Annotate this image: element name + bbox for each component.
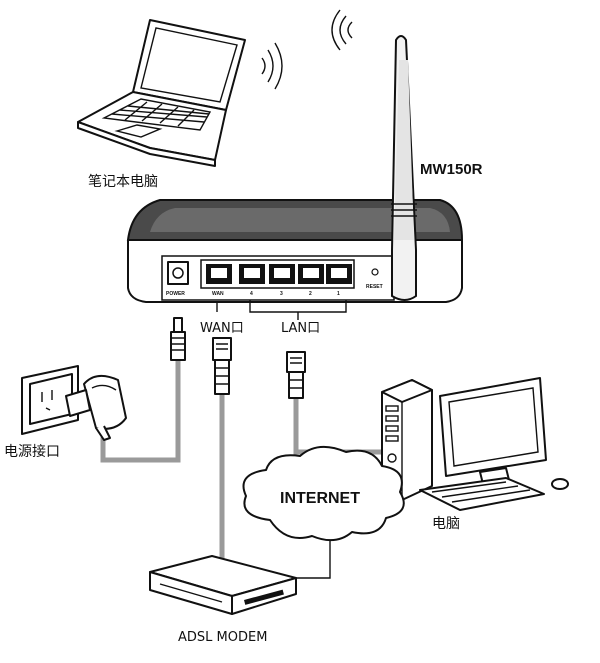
lan-cable bbox=[293, 392, 395, 455]
lan-rj45-plug bbox=[286, 351, 306, 399]
antenna bbox=[391, 35, 417, 301]
router-wifi-icon bbox=[331, 9, 353, 51]
modem-label: ADSL MODEM bbox=[178, 630, 267, 645]
port-label-lan-1: 1 bbox=[337, 291, 340, 297]
port-label-lan-4: 4 bbox=[250, 291, 253, 297]
lan-port-label: LAN口 bbox=[281, 321, 320, 336]
computer-label: 电脑 bbox=[432, 516, 460, 532]
internet-label: INTERNET bbox=[280, 490, 360, 507]
power-jack-label: 电源接口 bbox=[4, 443, 60, 460]
internet-line bbox=[292, 530, 331, 579]
lan-port-4 bbox=[239, 264, 265, 284]
port-label-wan: WAN bbox=[212, 291, 224, 297]
router: POWER WAN 4 bbox=[126, 9, 464, 303]
laptop-label: 笔记本电脑 bbox=[88, 174, 158, 190]
wan-port-label: WAN口 bbox=[200, 321, 244, 336]
dc-plug bbox=[170, 317, 186, 361]
internet-cloud bbox=[242, 445, 405, 542]
laptop bbox=[77, 19, 283, 167]
power-cable bbox=[100, 352, 181, 463]
port-label-reset: RESET bbox=[366, 284, 383, 290]
computer bbox=[381, 377, 569, 511]
port-label-lan-2: 2 bbox=[309, 291, 312, 297]
wan-port bbox=[206, 264, 232, 284]
reset-button bbox=[371, 268, 379, 276]
lan-port-2 bbox=[298, 264, 324, 284]
router-model-label: MW150R bbox=[420, 161, 483, 178]
power-adapter bbox=[21, 365, 127, 441]
laptop-wifi-icon bbox=[261, 42, 283, 90]
port-label-power: POWER bbox=[166, 291, 185, 297]
ethernet-ports bbox=[206, 264, 352, 284]
lan-port-1 bbox=[326, 264, 352, 284]
adsl-modem bbox=[149, 555, 297, 615]
port-label-lan-3: 3 bbox=[280, 291, 283, 297]
lan-port-3 bbox=[269, 264, 295, 284]
wan-rj45-plug bbox=[212, 337, 232, 395]
lan-bracket bbox=[249, 300, 347, 320]
cables bbox=[100, 352, 395, 579]
